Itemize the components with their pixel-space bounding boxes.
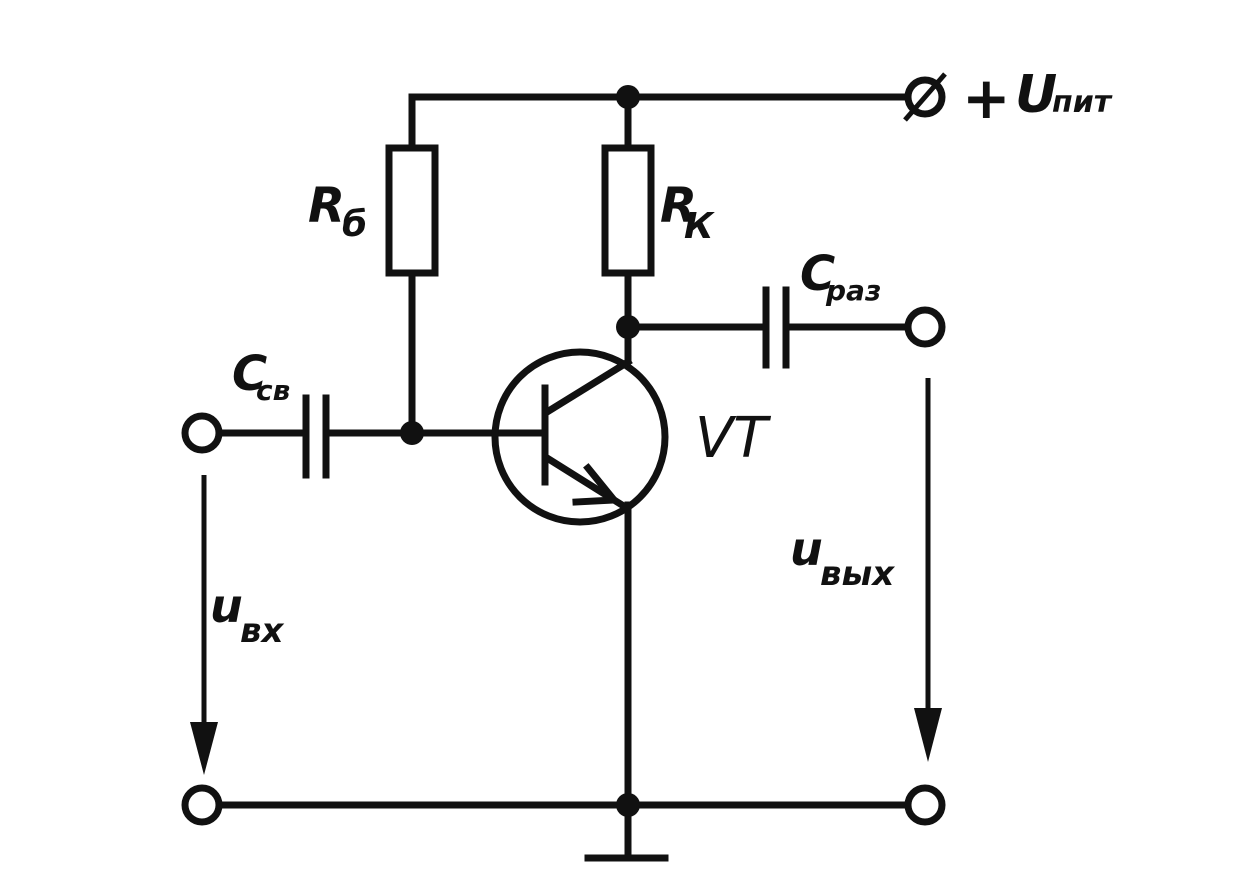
input-common-terminal (181, 784, 223, 826)
junction-bottom (616, 793, 640, 817)
output-terminal (904, 306, 946, 348)
junction-base (400, 421, 424, 445)
junction-collector (616, 315, 640, 339)
csv-label-subscript: св (256, 374, 290, 407)
resistor-rb (385, 144, 439, 277)
input-voltage-label-subscript: вх (240, 611, 285, 651)
craz-label: C (800, 246, 835, 302)
supply-terminal (904, 76, 946, 118)
supply-terminal-slash (903, 72, 947, 122)
transistor-body (491, 348, 669, 526)
supply-label: U (1015, 65, 1057, 125)
transistor-collector-lead (542, 357, 633, 417)
junction-top (616, 85, 640, 109)
input-voltage-arrowhead (190, 722, 218, 775)
output-voltage-arrowhead (914, 708, 942, 762)
csv-label: C (232, 346, 267, 402)
input-terminal (181, 412, 223, 454)
output-voltage-label: u (790, 522, 823, 576)
transistor-emitter-arrow (572, 463, 622, 506)
rb-label-subscript: б (342, 204, 367, 245)
rk-label: R (660, 178, 697, 234)
output-voltage-label-subscript: вых (820, 554, 895, 594)
craz-label-subscript: раз (825, 274, 881, 307)
input-voltage-label: u (210, 579, 243, 633)
output-common-terminal (904, 784, 946, 826)
rk-label-subscript: К (684, 206, 715, 247)
resistor-rk (601, 144, 655, 277)
rb-label: R (308, 178, 345, 234)
transistor-label: VT (695, 406, 771, 471)
supply-plus-sign: + (962, 64, 1011, 132)
supply-label-subscript: пит (1052, 85, 1113, 120)
